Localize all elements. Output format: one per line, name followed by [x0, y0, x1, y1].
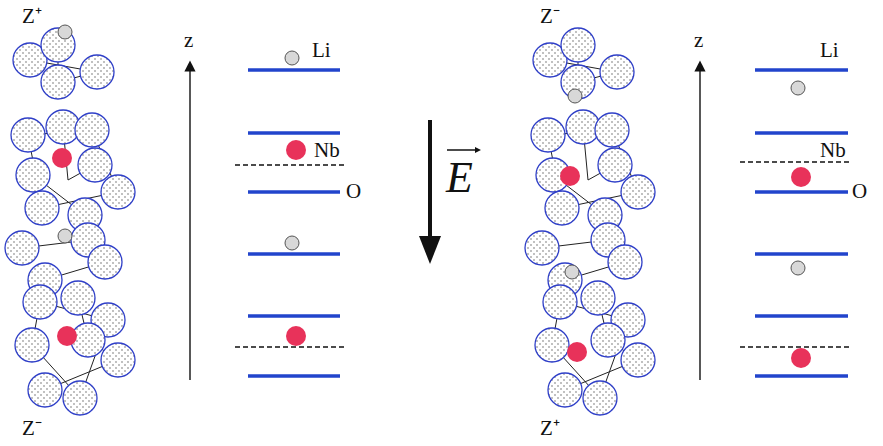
atom-label: O	[346, 181, 361, 202]
atom-label: Nb	[314, 140, 340, 161]
pole-label: Z⁺	[22, 6, 42, 27]
atom-label: Li	[312, 40, 331, 61]
atom-label: Li	[820, 40, 839, 61]
pole-label: Z⁻	[22, 418, 42, 439]
atom-label: Nb	[820, 140, 846, 161]
axis-label: z	[694, 30, 703, 51]
field-label: E	[446, 156, 473, 200]
pole-label: Z⁺	[540, 418, 560, 439]
pole-label: Z⁻	[540, 6, 560, 27]
atom-label: O	[852, 181, 867, 202]
axis-label: z	[184, 30, 193, 51]
